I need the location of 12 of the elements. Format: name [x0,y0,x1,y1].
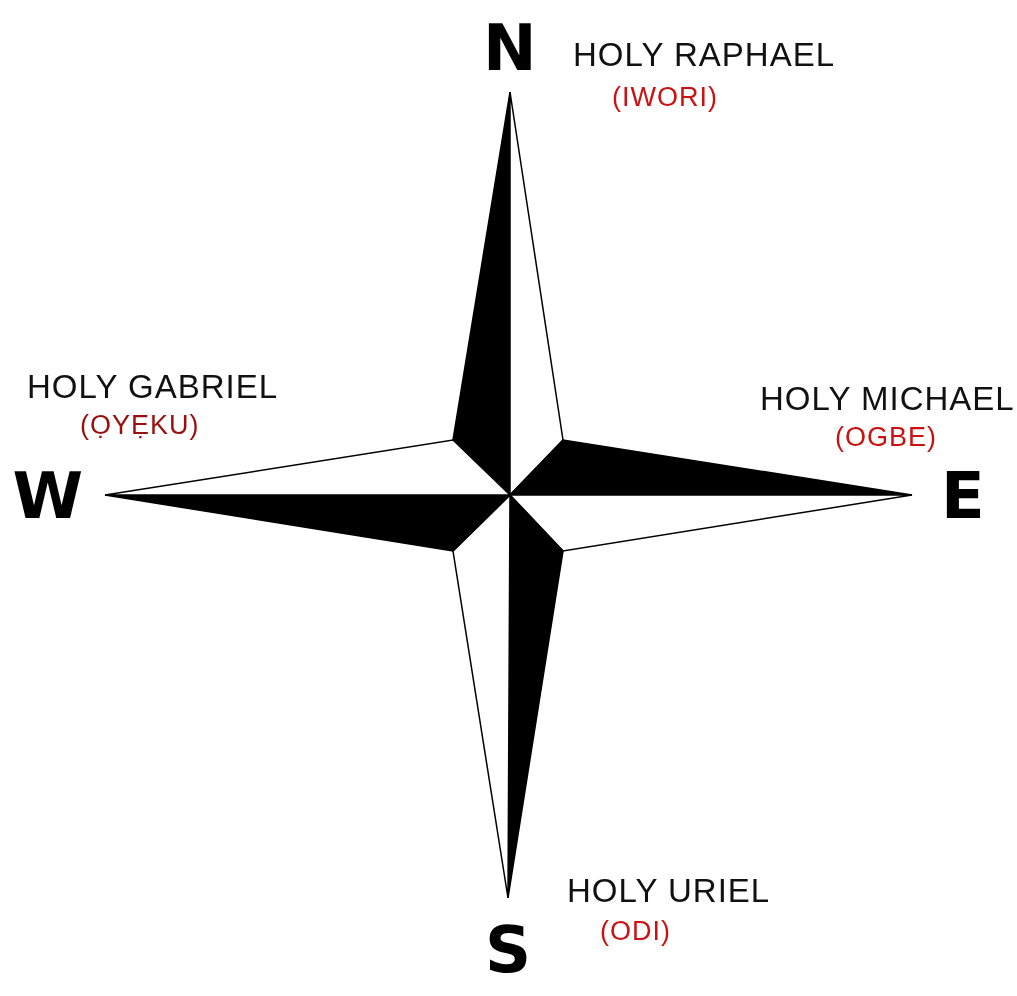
name-annotation: (IWORI) [612,84,718,111]
angel-name: HOLY URIEL [567,874,771,907]
name-annotation: (ỌYẸKU) [80,412,200,439]
angel-name: HOLY MICHAEL [760,382,1015,415]
angel-name: HOLY RAPHAEL [573,38,836,71]
direction-letter: N [483,16,537,80]
angel-name: HOLY GABRIEL [27,370,279,403]
name-annotation: (OGBE) [835,424,937,451]
direction-letter: E [941,464,985,528]
name-annotation: (ODI) [600,918,671,945]
direction-letter: W [12,464,84,528]
direction-letter: S [485,918,532,982]
